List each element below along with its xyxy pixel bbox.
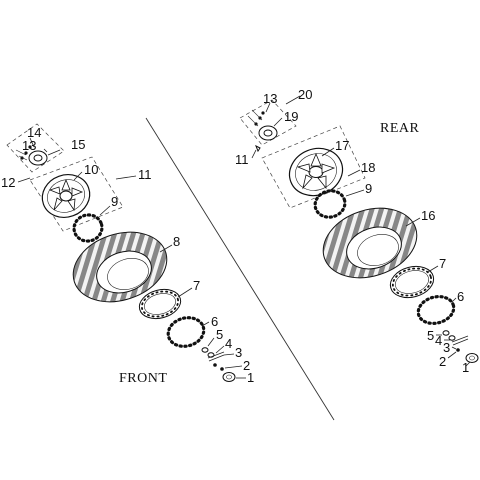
rear-bolt-ring [416, 295, 456, 325]
callout-number: 6 [211, 314, 218, 329]
callout-number: 3 [235, 345, 242, 360]
section-divider [145, 117, 335, 421]
rear-rim-group-box [261, 125, 366, 209]
callout-number: 17 [335, 138, 349, 153]
callout-number: 18 [361, 160, 375, 175]
callout-number: 7 [439, 256, 446, 271]
callout-number: 20 [298, 87, 312, 102]
callout-number: 11 [235, 152, 249, 167]
front-beadlock-ring [138, 288, 182, 320]
front-bead-ring [72, 213, 104, 243]
rear-hub-group-box [239, 99, 297, 146]
callout-number: 9 [365, 181, 372, 196]
rear-tire [322, 207, 418, 279]
callout-number: 15 [71, 137, 85, 152]
rear-assembly [239, 95, 479, 367]
rear-label: REAR [380, 121, 420, 136]
callout-number: 5 [216, 327, 223, 342]
front-label: FRONT [119, 371, 167, 386]
callout-number: 12 [1, 175, 15, 190]
callout-number: 10 [84, 162, 98, 177]
rear-bead-ring [313, 189, 347, 219]
callout-number: 16 [421, 208, 435, 223]
callout-number: 1 [247, 370, 254, 385]
front-assembly [6, 123, 246, 382]
callout-number: 14 [27, 125, 41, 140]
callout-number: 7 [193, 278, 200, 293]
callout-number: 2 [243, 358, 250, 373]
rear-hub [247, 109, 278, 153]
front-hub [15, 145, 48, 166]
front-callouts: 14 13 15 12 10 11 9 8 7 6 5 4 3 2 1 [1, 125, 254, 385]
callout-number: 9 [111, 194, 118, 209]
front-rim [41, 174, 91, 218]
callout-number: 11 [138, 167, 152, 182]
callout-number: 13 [22, 138, 36, 153]
callout-number: 4 [435, 333, 442, 348]
rear-callouts: 13 20 19 11 17 18 9 16 7 6 5 4 3 2 1 [235, 87, 469, 375]
callout-number: 6 [457, 289, 464, 304]
callout-number: 8 [173, 234, 180, 249]
front-rim-group-box [29, 156, 124, 232]
callout-number: 1 [462, 360, 469, 375]
callout-number: 13 [263, 91, 277, 106]
front-hub-group-box [6, 123, 65, 173]
callout-number: 5 [427, 328, 434, 343]
front-bolt-ring [166, 316, 206, 348]
rear-hardware [442, 330, 479, 363]
callout-number: 2 [439, 354, 446, 369]
callout-number: 19 [284, 109, 298, 124]
rear-beadlock-ring [389, 265, 435, 299]
callout-number: 4 [225, 336, 232, 351]
front-tire [72, 231, 168, 303]
callout-number: 3 [443, 340, 450, 355]
front-hardware [201, 347, 236, 382]
